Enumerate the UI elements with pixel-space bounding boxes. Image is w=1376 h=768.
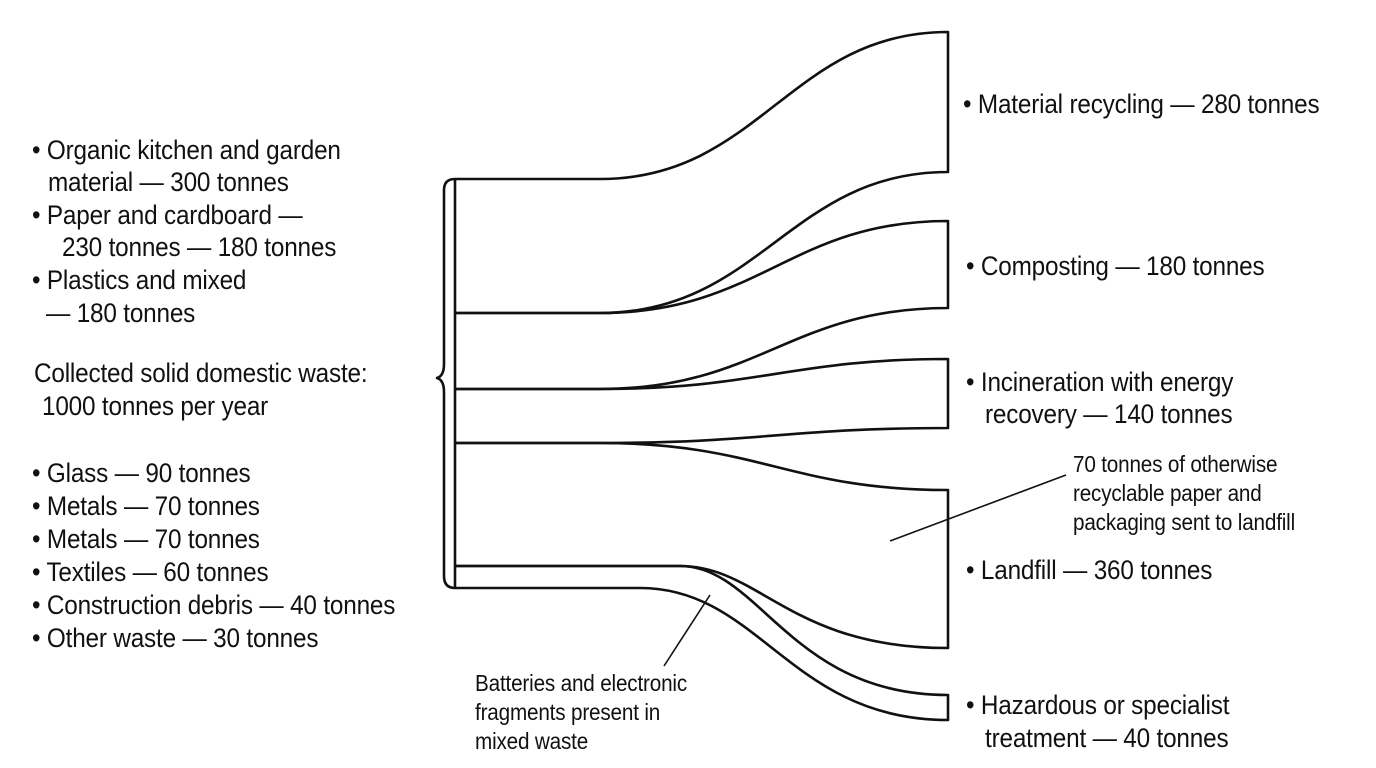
source-organic-line1: • Organic kitchen and garden: [32, 135, 341, 165]
source-metals-duplicate: • Metals — 70 tonnes: [32, 524, 260, 554]
flow-incineration: [455, 357, 950, 445]
source-organic-line2: material — 300 tonnes: [48, 167, 289, 197]
battery-note-line1: Batteries and electronic: [475, 670, 688, 696]
destination-hazardous-line1: • Hazardous or specialist: [966, 690, 1230, 720]
destination-landfill: • Landfill — 360 tonnes: [966, 555, 1213, 585]
destination-incineration-line1: • Incineration with energy: [966, 367, 1234, 397]
source-other-waste: • Other waste — 30 tonnes: [32, 623, 319, 653]
source-paper-line1: • Paper and cardboard —: [32, 200, 303, 230]
battery-note-line2: fragments present in: [475, 699, 661, 725]
landfill-note-line3: packaging sent to landfill: [1073, 509, 1296, 535]
source-textiles: • Textiles — 60 tonnes: [32, 557, 269, 587]
battery-note-line3: mixed waste: [475, 728, 589, 754]
battery-note-leader: [663, 594, 711, 667]
source-paper-line2: 230 tonnes — 180 tonnes: [62, 232, 337, 262]
source-metals: • Metals — 70 tonnes: [32, 491, 260, 521]
source-plastics-line1: • Plastics and mixed: [32, 265, 247, 295]
flow-hazardous: [455, 564, 950, 722]
destination-composting: • Composting — 180 tonnes: [966, 251, 1265, 281]
total-label-line2: 1000 tonnes per year: [42, 391, 269, 421]
landfill-note-line1: 70 tonnes of otherwise: [1073, 451, 1278, 477]
destination-incineration-line2: recovery — 140 tonnes: [985, 399, 1233, 429]
source-construction-debris: • Construction debris — 40 tonnes: [32, 590, 396, 620]
source-glass: • Glass — 90 tonnes: [32, 458, 251, 488]
source-plastics-line2: — 180 tonnes: [46, 298, 196, 328]
landfill-note-line2: recyclable paper and: [1073, 480, 1262, 506]
landfill-note-leader: [889, 474, 1067, 542]
flow-material-recycling: [455, 30, 950, 315]
flow-composting: [455, 219, 950, 391]
grouping-brace: [435, 177, 456, 590]
total-label-line1: Collected solid domestic waste:: [34, 358, 368, 388]
destination-hazardous-line2: treatment — 40 tonnes: [985, 723, 1229, 753]
destination-material-recycling: • Material recycling — 280 tonnes: [963, 89, 1320, 119]
flow-landfill: [455, 441, 950, 650]
